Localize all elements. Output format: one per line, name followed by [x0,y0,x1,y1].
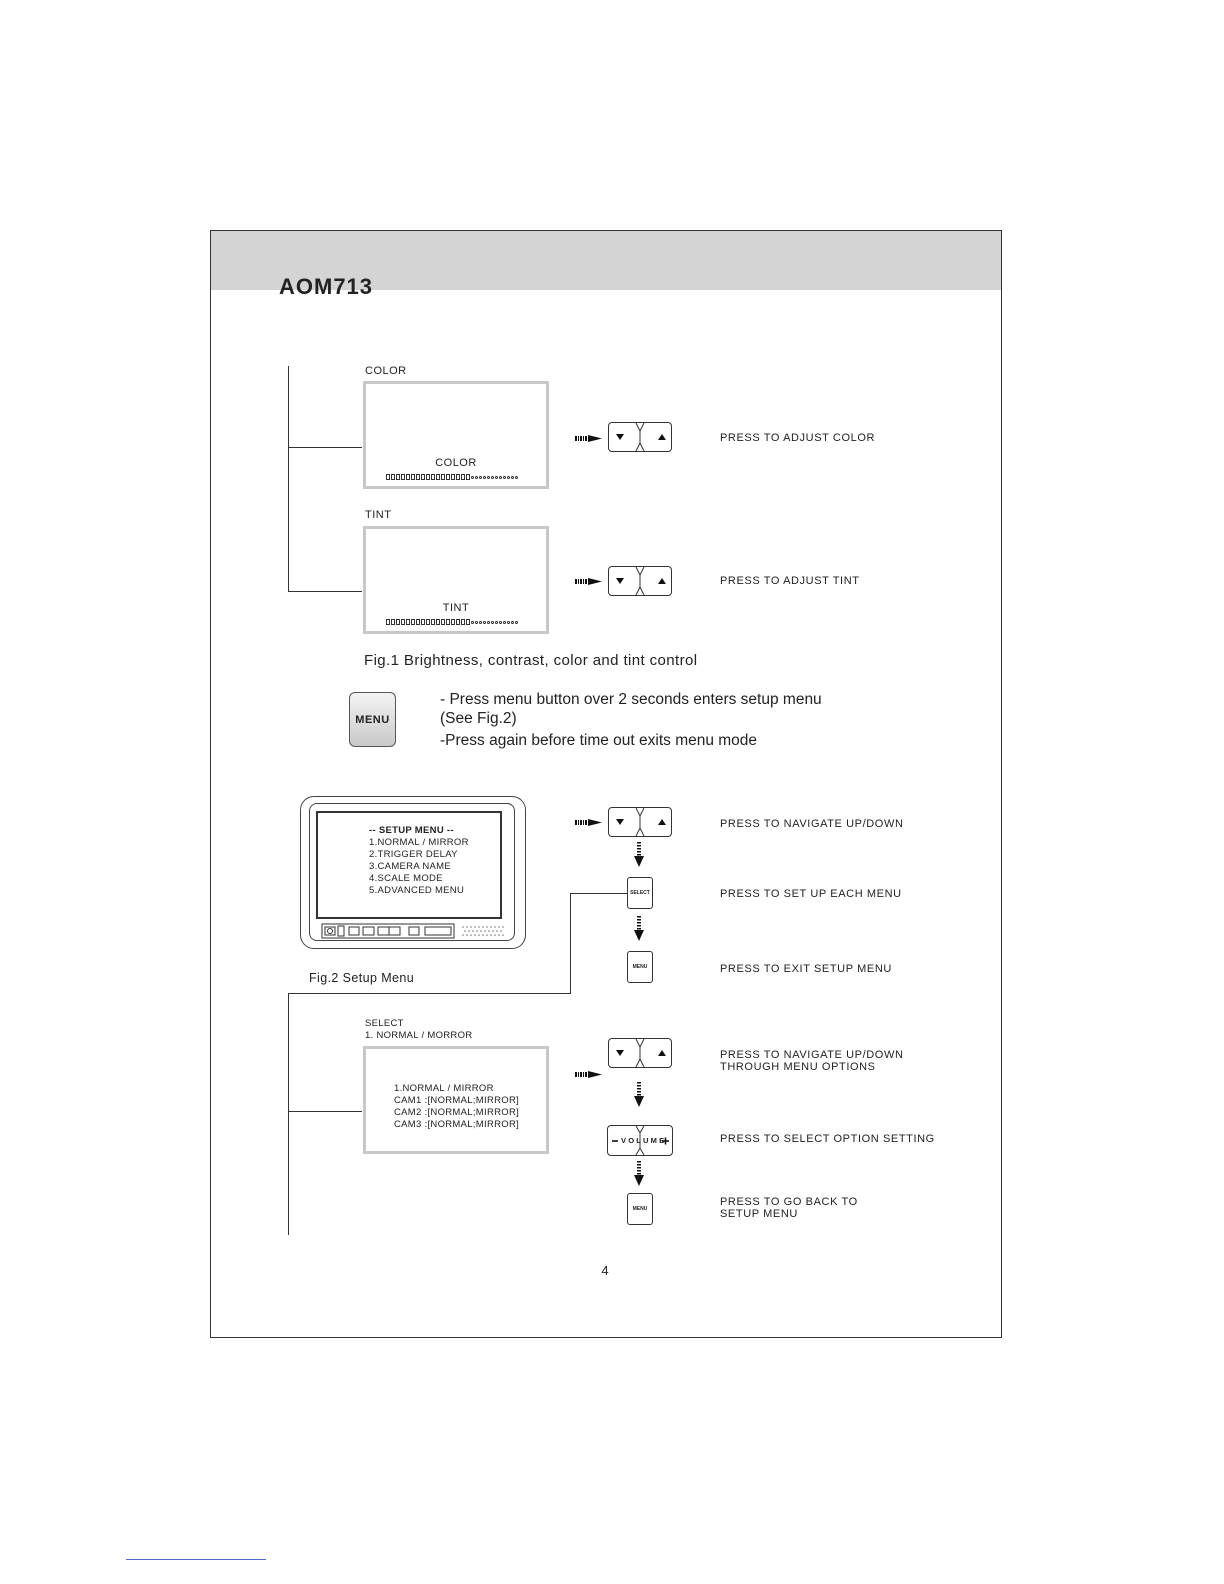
normal-mirror-line: CAM2 :[NORMAL;MIRROR] [394,1107,520,1118]
tint-screen: TINT [363,526,549,634]
up-down-button[interactable] [608,1038,672,1068]
instruction-navigate-options-2: THROUGH MENU OPTIONS [720,1061,876,1073]
page-frame [210,230,1002,1338]
dashed-down-arrow [634,1082,644,1107]
connector-line [288,591,362,592]
fig1-caption: Fig.1 Brightness, contrast, color and ti… [364,652,698,669]
select-button[interactable]: SELECT [627,877,653,909]
dashed-arrow [575,434,602,443]
plus-icon [662,1137,669,1145]
dashed-down-arrow [634,1161,644,1186]
dashed-arrow [575,577,602,586]
menu-button-small[interactable]: MENU [627,951,653,983]
down-arrow-icon [616,434,624,440]
setup-menu-title: -- SETUP MENU -- [369,825,454,836]
monitor-illustration: -- SETUP MENU -- 1.NORMAL / MIRROR 2.TRI… [300,796,526,949]
menu-button-small[interactable]: MENU [627,1193,653,1225]
connector-line [288,366,289,592]
instruction-navigate: PRESS TO NAVIGATE UP/DOWN [720,818,904,830]
header-band [211,231,1001,290]
tint-title: TINT [365,509,392,521]
fig2-caption: Fig.2 Setup Menu [309,971,415,985]
menu-button-small-label: MENU [632,1206,648,1212]
dashed-down-arrow [634,916,644,941]
normal-mirror-line: 1.NORMAL / MIRROR [394,1083,494,1094]
color-title: COLOR [365,365,407,377]
connector-line [288,447,362,448]
up-arrow-icon [658,434,666,440]
normal-mirror-line: CAM1 :[NORMAL;MIRROR] [394,1095,520,1106]
page-number: 4 [601,1263,609,1278]
instruction-setup-each: PRESS TO SET UP EACH MENU [720,888,902,900]
instruction-go-back-2: SETUP MENU [720,1208,798,1220]
normal-mirror-line: CAM3 :[NORMAL;MIRROR] [394,1119,520,1130]
setup-menu-item: 2.TRIGGER DELAY [369,849,458,860]
tint-level-bar [386,618,518,626]
up-down-button[interactable] [608,566,672,596]
setup-menu-item: 3.CAMERA NAME [369,861,452,872]
up-arrow-icon [658,578,666,584]
tint-screen-label: TINT [442,602,470,614]
menu-text-line3: -Press again before time out exits menu … [440,732,758,749]
monitor-control-strip [321,923,504,939]
setup-menu-item: 1.NORMAL / MIRROR [369,837,469,848]
menu-button[interactable]: MENU [349,692,396,747]
instruction-adjust-tint: PRESS TO ADJUST TINT [720,575,860,587]
monitor-bezel [309,803,515,941]
up-arrow-icon [658,1050,666,1056]
instruction-adjust-color: PRESS TO ADJUST COLOR [720,432,876,444]
connector-line [570,893,571,993]
instruction-exit: PRESS TO EXIT SETUP MENU [720,963,892,975]
dashed-down-arrow [634,842,644,867]
menu-text-line2: (See Fig.2) [440,710,517,727]
select-button-label: SELECT [630,890,650,896]
menu-button-label: MENU [355,713,390,726]
menu-button-small-label: MENU [632,964,648,970]
up-down-button[interactable] [608,807,672,837]
select-title: SELECT [365,1018,404,1029]
instruction-select-option: PRESS TO SELECT OPTION SETTING [720,1133,935,1145]
dashed-arrow [575,1070,602,1079]
up-down-button[interactable] [608,422,672,452]
color-screen: COLOR [363,381,549,489]
setup-menu-item: 4.SCALE MODE [369,873,443,884]
model-title: AOM713 [279,274,374,299]
color-screen-label: COLOR [435,457,477,469]
footer-underline [126,1559,266,1560]
connector-line [288,993,571,994]
down-arrow-icon [616,578,624,584]
instruction-go-back-1: PRESS TO GO BACK TO [720,1196,858,1208]
down-arrow-icon [616,1050,624,1056]
monitor-screen: -- SETUP MENU -- 1.NORMAL / MIRROR 2.TRI… [316,811,502,919]
connector-line [288,993,289,1235]
instruction-navigate-options-1: PRESS TO NAVIGATE UP/DOWN [720,1049,904,1061]
volume-button[interactable]: VOLUME [607,1125,673,1156]
dashed-arrow [575,818,602,827]
menu-text-line1: - Press menu button over 2 seconds enter… [440,691,822,708]
down-arrow-icon [616,819,624,825]
connector-line [570,893,627,894]
color-level-bar [386,473,518,481]
setup-menu-item: 5.ADVANCED MENU [369,885,465,896]
up-arrow-icon [658,819,666,825]
normal-mirror-screen: 1.NORMAL / MIRROR CAM1 :[NORMAL;MIRROR] … [363,1046,549,1154]
normal-mirror-title: 1. NORMAL / MORROR [365,1030,473,1041]
volume-label: VOLUME [621,1136,667,1145]
connector-line [288,1111,362,1112]
